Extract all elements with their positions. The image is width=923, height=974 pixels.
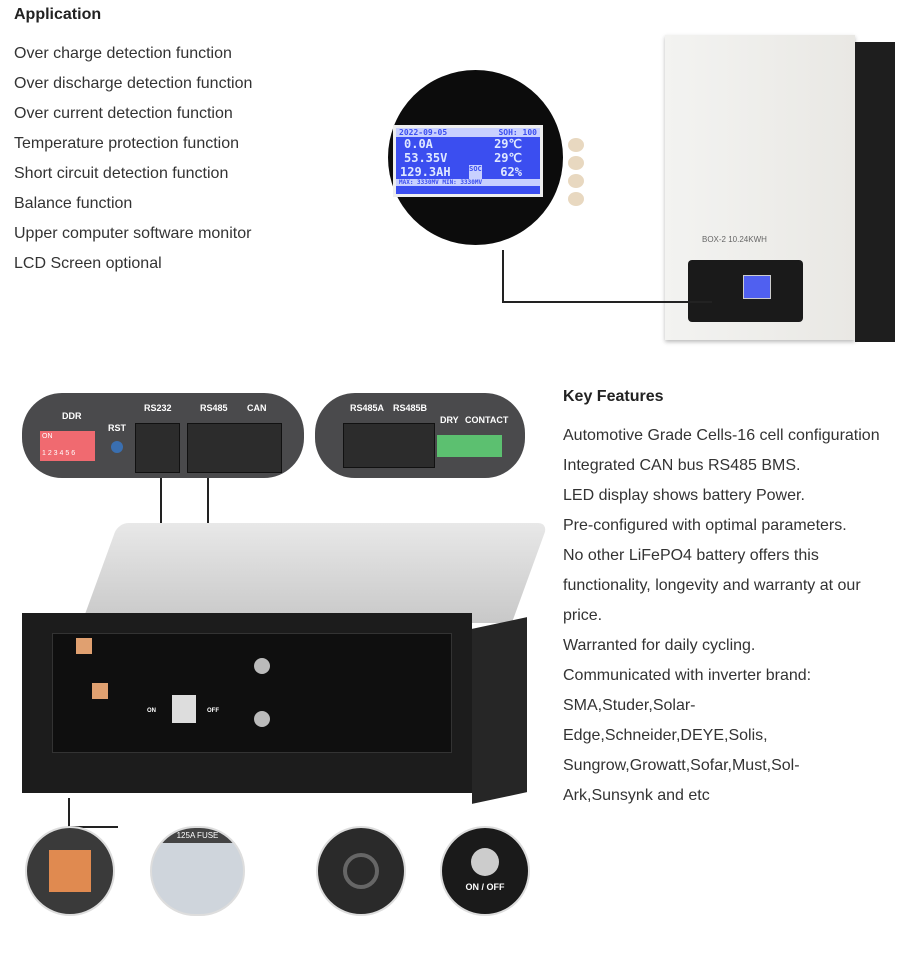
list-item: Over current detection function <box>14 105 233 122</box>
battery-side <box>855 42 895 342</box>
esc-button: ESC <box>568 192 619 206</box>
dry-contact-terminal <box>437 435 502 457</box>
connector-thumbnail <box>316 826 406 916</box>
list-item: Temperature protection function <box>14 135 240 152</box>
list-item: LED display shows battery Power. <box>563 487 805 504</box>
list-item: Short circuit detection function <box>14 165 229 182</box>
list-item: price. <box>563 607 603 624</box>
fuse-thumbnail: 125A FUSE <box>150 826 245 916</box>
list-item: Communicated with inverter brand: <box>563 667 812 684</box>
breaker <box>172 695 196 723</box>
port-panel-right: RS485A RS485B DRY CONTACT <box>315 393 525 478</box>
terminal-thumbnail <box>25 826 115 916</box>
rs232-port <box>135 423 180 473</box>
battery-top <box>81 523 549 623</box>
list-item: No other LiFePO4 battery offers this <box>563 547 819 564</box>
menu-button: MENU <box>568 138 619 152</box>
list-item: SMA,Studer,Solar- <box>563 697 696 714</box>
battery-front-panel: ON OFF <box>22 613 472 793</box>
battery-control-panel <box>688 260 803 322</box>
list-item: Automotive Grade Cells-16 cell configura… <box>563 427 880 444</box>
down-button: DOWN <box>568 174 619 188</box>
list-item: Sungrow,Growatt,Sofar,Must,Sol- <box>563 757 800 774</box>
application-heading: Application <box>14 6 102 23</box>
key-features-heading: Key Features <box>563 388 664 405</box>
list-item: LCD Screen optional <box>14 255 162 272</box>
list-item: Upper computer software monitor <box>14 225 252 242</box>
list-item: Ark,Sunsynk and etc <box>563 787 710 804</box>
list-item: Warranted for daily cycling. <box>563 637 756 654</box>
list-item: Edge,Schneider,DEYE,Solis, <box>563 727 768 744</box>
list-item: Balance function <box>14 195 133 212</box>
list-item: functionality, longevity and warranty at… <box>563 577 861 594</box>
enter-button: ENTER <box>568 156 619 170</box>
list-item: Integrated CAN bus RS485 BMS. <box>563 457 801 474</box>
list-item: Over charge detection function <box>14 45 232 62</box>
reset-button <box>111 441 123 453</box>
list-item: Over discharge detection function <box>14 75 253 92</box>
rs485-can-ports <box>187 423 282 473</box>
battery-label: BOX-2 10.24KWH <box>702 235 767 244</box>
application-list: Over charge detection function Over disc… <box>14 39 252 279</box>
list-item: Pre-configured with optimal parameters. <box>563 517 847 534</box>
key-features-list: Automotive Grade Cells-16 cell configura… <box>563 421 913 811</box>
onoff-thumbnail: ON / OFF <box>440 826 530 916</box>
